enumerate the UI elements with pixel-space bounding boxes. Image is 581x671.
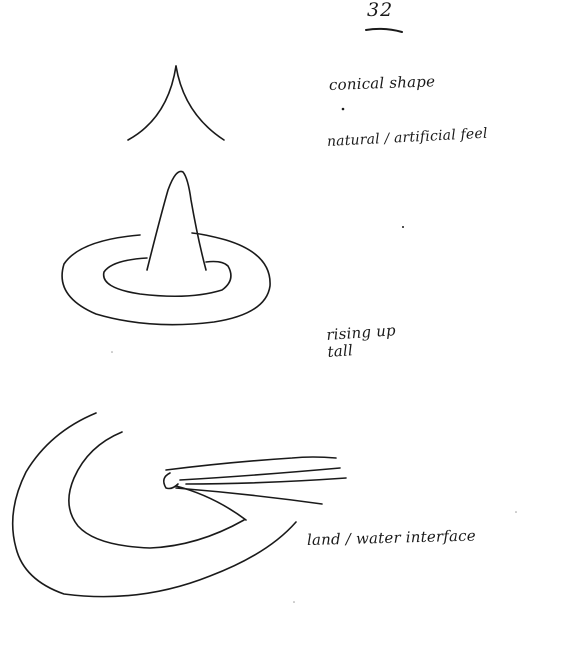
ink-speck — [515, 511, 517, 513]
page-number: 32 — [367, 0, 393, 22]
cone-with-rings-sketch — [62, 171, 270, 324]
ink-dot — [402, 226, 404, 228]
page-number-underline — [366, 29, 402, 32]
shoreline-sketch — [13, 413, 346, 597]
note-rising-up: rising up tall — [326, 322, 398, 361]
note-conical-shape: conical shape — [329, 73, 436, 94]
conical-peak-sketch — [128, 66, 224, 140]
ink-speck — [293, 601, 295, 603]
ink-speck — [111, 351, 113, 353]
ink-dot — [342, 108, 345, 111]
